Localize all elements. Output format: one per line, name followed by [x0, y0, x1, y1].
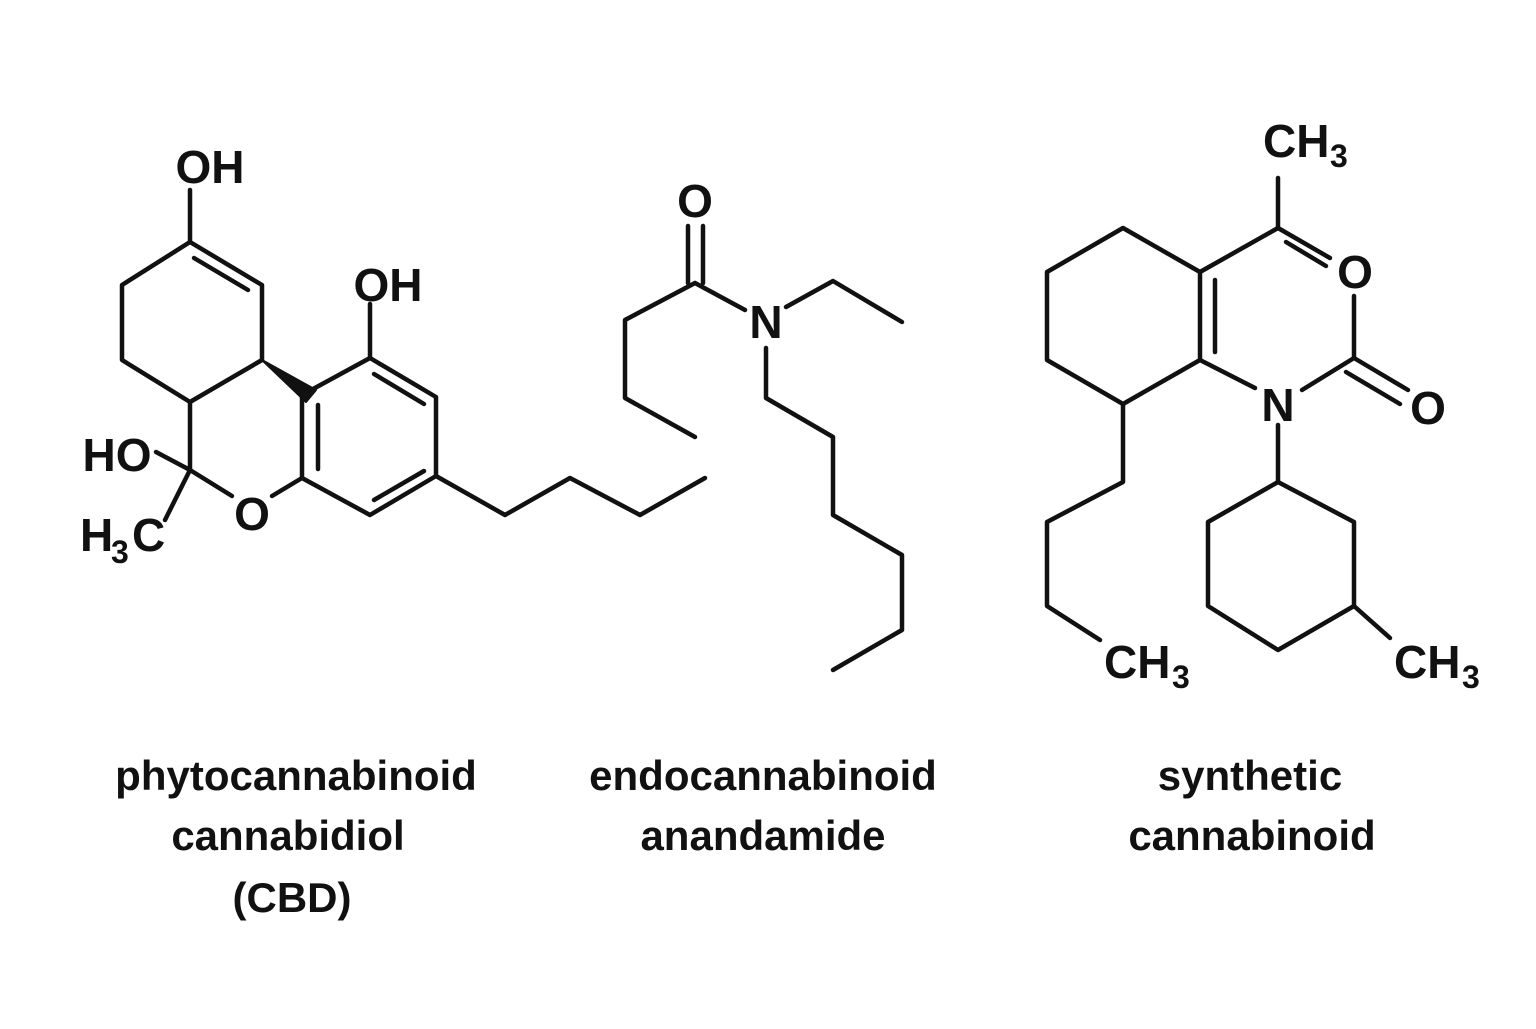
synthetic-bonds	[1044, 175, 1411, 653]
cbd-h3c-c-label: C	[132, 509, 165, 561]
synthetic-ch3-cyclohexyl-sub: 3	[1462, 659, 1480, 695]
cbd-ring-o-label: O	[234, 488, 270, 540]
synthetic-ch3-top-sub: 3	[1330, 138, 1348, 174]
cbd-ho-left-label: HO	[83, 429, 152, 481]
cbd-h3c-h-label: H	[80, 509, 113, 561]
synthetic-ch3-cyclohexyl-label: CH	[1394, 636, 1460, 688]
synthetic-ch3-chain-label: CH	[1104, 636, 1170, 688]
synthetic-caption-line-1: synthetic	[1158, 752, 1342, 799]
synthetic-ch3-chain-sub: 3	[1172, 659, 1190, 695]
anandamide-n-label: N	[749, 296, 782, 348]
synthetic-caption-line-2: cannabinoid	[1128, 812, 1375, 859]
anandamide-carbonyl-o-label: O	[677, 175, 713, 227]
anandamide-caption-line-2: anandamide	[640, 812, 885, 859]
synthetic-ch3-top-label: CH	[1263, 115, 1329, 167]
cbd-caption: phytocannabinoid cannabidiol (CBD)	[115, 752, 477, 921]
synthetic-n-label: N	[1261, 379, 1294, 431]
cbd-atom-labels: OH OH HO H 3 C O	[80, 141, 423, 570]
cbd-oh-top-label: OH	[176, 141, 245, 193]
synthetic-carbonyl-o-label: O	[1410, 382, 1446, 434]
cbd-caption-line-3: (CBD)	[233, 874, 352, 921]
anandamide-bonds	[622, 223, 905, 673]
anandamide-caption-line-1: endocannabinoid	[589, 752, 937, 799]
anandamide-caption: endocannabinoid anandamide	[589, 752, 937, 859]
molecule-synthetic: CH 3 O O N CH 3 CH 3 synthetic cannabino…	[1044, 115, 1480, 859]
cbd-oh-phenol-label: OH	[354, 259, 423, 311]
cbd-caption-line-1: phytocannabinoid	[115, 752, 477, 799]
molecule-anandamide: O N endocannabinoid anandamide	[589, 175, 937, 859]
cbd-h3c-sub-label: 3	[111, 534, 129, 570]
synthetic-atom-labels: CH 3 O O N CH 3 CH 3	[1104, 115, 1480, 695]
cbd-caption-line-2: cannabidiol	[171, 812, 404, 859]
cbd-bonds	[119, 187, 708, 523]
synthetic-ring-o-label: O	[1337, 246, 1373, 298]
anandamide-atom-labels: O N	[677, 175, 783, 348]
molecule-cbd: OH OH HO H 3 C O phytocannabinoid cannab…	[80, 141, 708, 921]
synthetic-caption: synthetic cannabinoid	[1128, 752, 1375, 859]
